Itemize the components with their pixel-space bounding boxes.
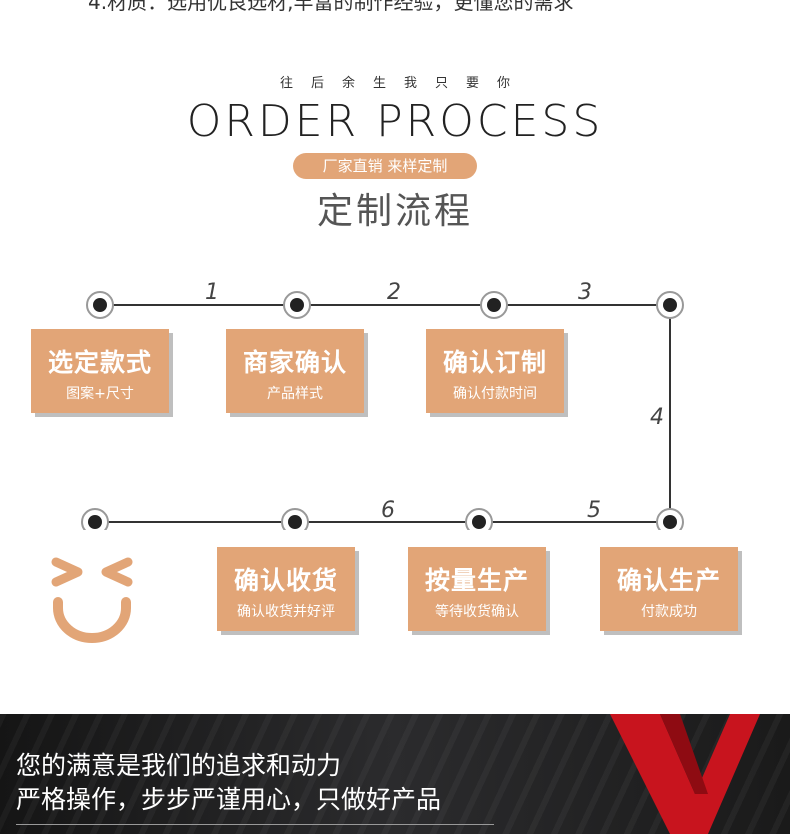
step-desc: 确认付款时间 (453, 386, 537, 402)
top-description-text: 4.材质：选用优良选材,丰富的制作经验，更懂您的需求 (88, 0, 574, 14)
page-title-en: ORDER PROCESS (186, 96, 604, 147)
step-desc: 确认收货并好评 (237, 604, 335, 620)
step-title: 选定款式 (47, 348, 152, 377)
step-box-1: 选定款式 图案+尺寸 (31, 329, 169, 413)
banner-line-2: 严格操作，步步严谨用心，只做好产品 (16, 785, 442, 814)
step-title: 按量生产 (424, 566, 529, 595)
smiley-face-icon (51, 557, 133, 643)
flow-node-1 (86, 291, 114, 319)
step-number-5: 5 (587, 498, 601, 523)
red-v-logo (610, 714, 760, 834)
flow-node-8 (81, 508, 109, 530)
flow-node-3 (480, 291, 508, 319)
step-desc: 等待收货确认 (435, 604, 519, 620)
step-title: 确认收货 (233, 566, 338, 595)
step-box-2: 商家确认 产品样式 (226, 329, 364, 413)
step-box-6: 确认收货 确认收货并好评 (217, 547, 355, 631)
step-desc: 付款成功 (641, 604, 697, 620)
step-desc: 图案+尺寸 (66, 386, 134, 402)
step-box-5: 按量生产 等待收货确认 (408, 547, 546, 631)
flow-node-4 (656, 291, 684, 319)
flow-node-2 (283, 291, 311, 319)
step-title: 商家确认 (242, 348, 347, 377)
step-box-3: 确认订制 确认付款时间 (426, 329, 564, 413)
banner-divider (16, 824, 494, 825)
flow-node-7 (281, 508, 309, 530)
flow-node-5 (656, 508, 684, 530)
header-pill-badge: 厂家直销 来样定制 (293, 153, 477, 179)
step-number-2: 2 (387, 280, 401, 305)
step-number-1: 1 (205, 280, 219, 305)
flow-nodes (81, 291, 684, 530)
page-title-cn: 定制流程 (316, 191, 473, 232)
step-box-4: 确认生产 付款成功 (600, 547, 738, 631)
bottom-banner: 您的满意是我们的追求和动力 严格操作，步步严谨用心，只做好产品 (0, 714, 790, 834)
step-number-3: 3 (578, 280, 592, 305)
step-number-4: 4 (650, 405, 664, 430)
process-flow-diagram: 1 2 3 4 5 6 (81, 280, 684, 530)
step-title: 确认订制 (442, 348, 547, 377)
flow-node-6 (465, 508, 493, 530)
step-number-6: 6 (381, 498, 395, 523)
step-desc: 产品样式 (267, 386, 323, 402)
flow-lines (95, 304, 671, 523)
banner-line-1: 您的满意是我们的追求和动力 (16, 751, 342, 780)
header-small-chars: 往后余生我只要你 (279, 76, 528, 91)
step-title: 确认生产 (616, 566, 721, 595)
